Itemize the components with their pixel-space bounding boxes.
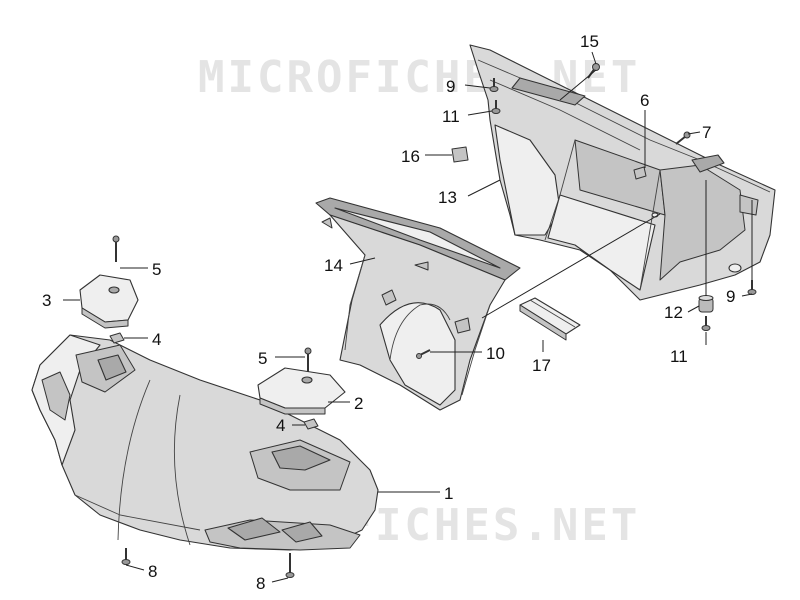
callout-3: 3 xyxy=(42,291,51,310)
hardware xyxy=(109,63,757,578)
screw-7-icon xyxy=(675,131,691,145)
callout-8a: 8 xyxy=(148,562,157,581)
callout-15: 15 xyxy=(580,32,599,51)
part-13-rear-inner-cover xyxy=(469,44,776,301)
callout-12: 12 xyxy=(664,303,683,322)
part-3-small-cover xyxy=(79,274,139,329)
part-17-rubber-strip xyxy=(519,297,581,341)
clip-16-icon xyxy=(451,146,469,163)
screw-10-icon xyxy=(416,349,431,359)
callout-4b: 4 xyxy=(276,416,285,435)
clip-4b-icon xyxy=(303,418,319,430)
clip-4a-icon xyxy=(109,332,125,344)
screw-5a-icon xyxy=(112,235,120,262)
callout-labels: 1 2 3 4 4 5 5 6 7 8 8 9 9 10 11 11 12 13… xyxy=(42,32,735,593)
callout-4a: 4 xyxy=(152,330,161,349)
part-14-inner-panel xyxy=(315,197,521,411)
screw-9b-icon xyxy=(747,280,757,295)
callout-9b: 9 xyxy=(726,287,735,306)
screw-8a-icon xyxy=(121,548,131,565)
callout-7: 7 xyxy=(702,123,711,142)
callout-11b: 11 xyxy=(670,347,688,366)
screw-11a-icon xyxy=(491,100,501,114)
screw-5b-icon xyxy=(304,347,312,372)
callout-2: 2 xyxy=(354,394,363,413)
part-2-small-cover xyxy=(257,367,346,415)
callout-6: 6 xyxy=(640,91,649,110)
callout-5a: 5 xyxy=(152,260,161,279)
callout-8b: 8 xyxy=(256,574,265,593)
callout-11a: 11 xyxy=(442,107,460,126)
part-1-handlebar-cover xyxy=(31,334,379,551)
callout-1: 1 xyxy=(444,484,453,503)
callout-10: 10 xyxy=(486,344,505,363)
screw-9a-icon xyxy=(489,78,499,92)
callout-16: 16 xyxy=(401,147,420,166)
callout-5b: 5 xyxy=(258,349,267,368)
screw-11b-icon xyxy=(701,316,711,331)
callout-9a: 9 xyxy=(446,77,455,96)
leader-lines xyxy=(63,51,753,583)
screw-8b-icon xyxy=(285,553,295,578)
spacer-12-icon xyxy=(698,295,714,313)
callout-17: 17 xyxy=(532,356,551,375)
callout-13: 13 xyxy=(438,188,457,207)
clip-6-icon xyxy=(633,166,647,180)
callout-14: 14 xyxy=(324,256,343,275)
